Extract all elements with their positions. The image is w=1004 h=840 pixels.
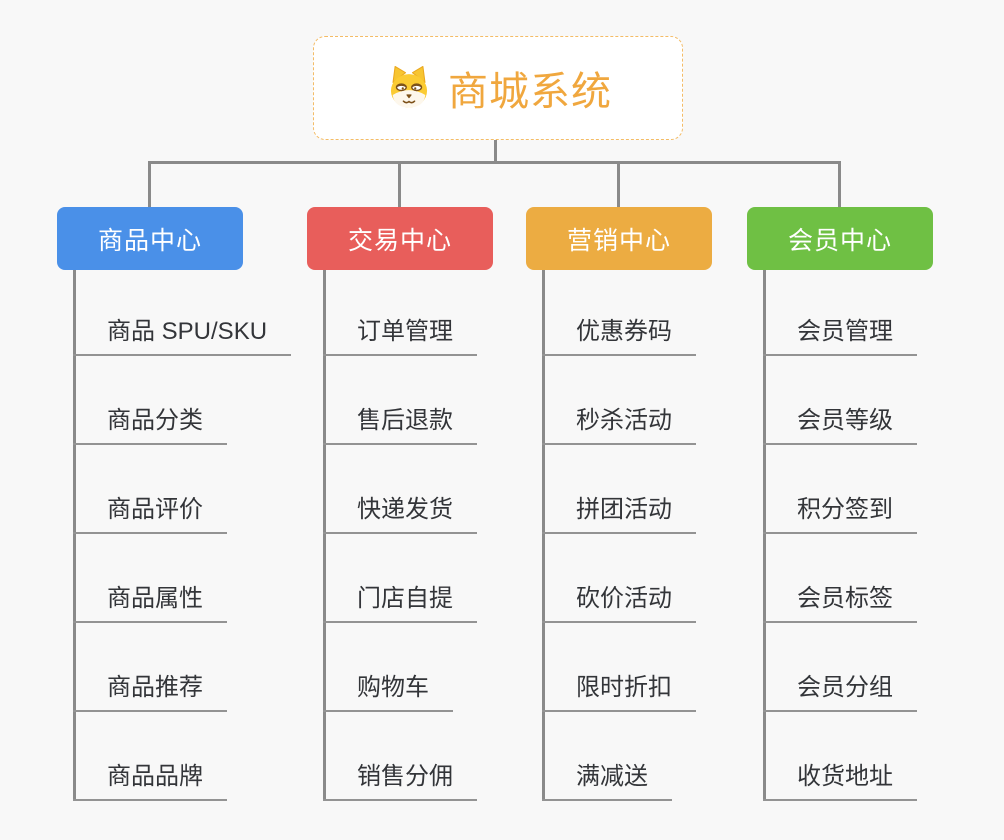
leaf-node[interactable]: 会员等级 xyxy=(763,406,917,445)
leaf-row: 会员分组 xyxy=(763,623,917,712)
leaf-row: 会员标签 xyxy=(763,534,917,623)
leaf-row: 限时折扣 xyxy=(542,623,696,712)
leaf-row: 优惠券码 xyxy=(542,270,696,356)
leaf-node[interactable]: 会员管理 xyxy=(763,317,917,356)
leaf-row: 订单管理 xyxy=(323,270,477,356)
branch-column-products: 商品中心 商品 SPU/SKU 商品分类 商品评价 商品属性 商品推荐 商品品牌 xyxy=(57,207,317,801)
branch-bus-line xyxy=(148,161,840,164)
leaf-node[interactable]: 商品评价 xyxy=(73,495,227,534)
leaf-node[interactable]: 商品品牌 xyxy=(73,762,227,801)
leaf-row: 秒杀活动 xyxy=(542,356,696,445)
branch-node-marketing[interactable]: 营销中心 xyxy=(526,207,712,270)
branch-column-marketing: 营销中心 优惠券码 秒杀活动 拼团活动 砍价活动 限时折扣 满减送 xyxy=(526,207,786,801)
leaf-row: 会员等级 xyxy=(763,356,917,445)
children-connector-marketing xyxy=(542,270,545,801)
branch-label: 商品中心 xyxy=(97,226,202,255)
drop-connector-members xyxy=(838,161,841,207)
leaf-row: 商品属性 xyxy=(73,534,291,623)
leaf-node[interactable]: 门店自提 xyxy=(323,584,477,623)
children-connector-trade xyxy=(323,270,326,801)
leaf-row: 销售分佣 xyxy=(323,712,477,801)
leaf-row: 收货地址 xyxy=(763,712,917,801)
leaf-row: 砍价活动 xyxy=(542,534,696,623)
leaf-node[interactable]: 购物车 xyxy=(323,673,453,712)
leaf-row: 商品分类 xyxy=(73,356,291,445)
leaf-node[interactable]: 会员标签 xyxy=(763,584,917,623)
drop-connector-trade xyxy=(398,161,401,207)
leaf-row: 商品 SPU/SKU xyxy=(73,270,292,356)
shiba-dog-icon xyxy=(390,65,428,108)
leaf-row: 快递发货 xyxy=(323,445,477,534)
leaf-row: 积分签到 xyxy=(763,445,917,534)
leaf-node[interactable]: 商品分类 xyxy=(73,406,227,445)
leaf-list-trade: 订单管理 售后退款 快递发货 门店自提 购物车 销售分佣 xyxy=(323,270,477,801)
leaf-node[interactable]: 拼团活动 xyxy=(542,495,696,534)
leaf-node[interactable]: 销售分佣 xyxy=(323,762,477,801)
leaf-node[interactable]: 会员分组 xyxy=(763,673,917,712)
leaf-node[interactable]: 商品推荐 xyxy=(73,673,227,712)
root-connector-stub xyxy=(494,139,497,164)
root-title: 商城系统 xyxy=(448,70,612,114)
leaf-node[interactable]: 砍价活动 xyxy=(542,584,696,623)
branch-label: 营销中心 xyxy=(566,226,671,255)
leaf-row: 购物车 xyxy=(323,623,477,712)
leaf-row: 会员管理 xyxy=(763,270,917,356)
leaf-row: 拼团活动 xyxy=(542,445,696,534)
leaf-node[interactable]: 限时折扣 xyxy=(542,673,696,712)
branch-node-trade[interactable]: 交易中心 xyxy=(307,207,493,270)
leaf-list-marketing: 优惠券码 秒杀活动 拼团活动 砍价活动 限时折扣 满减送 xyxy=(542,270,696,801)
leaf-row: 商品评价 xyxy=(73,445,291,534)
leaf-node[interactable]: 积分签到 xyxy=(763,495,917,534)
branch-column-members: 会员中心 会员管理 会员等级 积分签到 会员标签 会员分组 收货地址 xyxy=(747,207,1004,801)
leaf-node[interactable]: 优惠券码 xyxy=(542,317,696,356)
branch-label: 会员中心 xyxy=(787,226,892,255)
leaf-node[interactable]: 售后退款 xyxy=(323,406,477,445)
leaf-list-members: 会员管理 会员等级 积分签到 会员标签 会员分组 收货地址 xyxy=(763,270,917,801)
leaf-node[interactable]: 秒杀活动 xyxy=(542,406,696,445)
leaf-row: 商品品牌 xyxy=(73,712,291,801)
drop-connector-products xyxy=(148,161,151,207)
branch-column-trade: 交易中心 订单管理 售后退款 快递发货 门店自提 购物车 销售分佣 xyxy=(307,207,567,801)
children-connector-products xyxy=(73,270,76,801)
branch-label: 交易中心 xyxy=(347,226,452,255)
branch-node-products[interactable]: 商品中心 xyxy=(57,207,243,270)
leaf-node[interactable]: 订单管理 xyxy=(323,317,477,356)
leaf-node[interactable]: 商品 SPU/SKU xyxy=(73,317,292,356)
leaf-row: 售后退款 xyxy=(323,356,477,445)
root-node[interactable]: 商城系统 xyxy=(313,36,683,140)
leaf-row: 门店自提 xyxy=(323,534,477,623)
children-connector-members xyxy=(763,270,766,801)
leaf-list-products: 商品 SPU/SKU 商品分类 商品评价 商品属性 商品推荐 商品品牌 xyxy=(73,270,292,801)
leaf-node[interactable]: 收货地址 xyxy=(763,762,917,801)
drop-connector-marketing xyxy=(617,161,620,207)
leaf-node[interactable]: 商品属性 xyxy=(73,584,227,623)
leaf-node[interactable]: 满减送 xyxy=(542,762,672,801)
leaf-row: 满减送 xyxy=(542,712,696,801)
leaf-node[interactable]: 快递发货 xyxy=(323,495,477,534)
branch-node-members[interactable]: 会员中心 xyxy=(747,207,933,270)
leaf-row: 商品推荐 xyxy=(73,623,291,712)
